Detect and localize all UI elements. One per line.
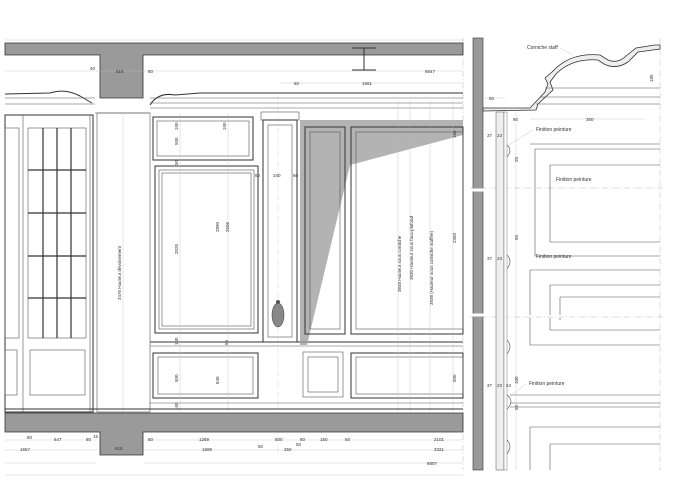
dim-section: 100	[514, 376, 519, 384]
label-under-ceiling: 3830 Hauteur sous faux-plafond	[409, 215, 414, 280]
bottom-dims-row1: 80 647 80 15 80 1259 500 80 150 60 2101	[27, 434, 445, 442]
dim-lower-panel: 500	[174, 374, 179, 382]
dim-section: 50	[514, 404, 519, 410]
dim-section: 20	[514, 156, 519, 162]
right-wall-panels	[304, 126, 464, 399]
dim: 80	[27, 435, 33, 440]
bottom-dims-row2: 1657 1589 50 250 50 3321	[20, 442, 445, 452]
dim-section: 23	[497, 256, 503, 261]
label-door-height: 3476 Hauteur dévoisement	[117, 245, 122, 300]
ceiling-slab	[4, 42, 464, 99]
label-under-staff-cornice: 3938 (Hauteur sous corniche staffée)	[429, 231, 434, 305]
dim-gap: 50	[174, 159, 179, 165]
dim-main-total-a: 2890	[215, 221, 220, 232]
ornament-icon	[271, 300, 285, 328]
dim-pilaster-width: 340	[273, 173, 281, 178]
pilaster	[260, 111, 344, 398]
floor-slab	[4, 412, 464, 456]
dim-right-lower: 500	[452, 374, 457, 382]
dim-beam-width: 615	[116, 69, 124, 74]
dim: 60	[345, 437, 351, 442]
dim-main-panel: 2026	[174, 243, 179, 254]
label-finish-4: Finition peinture	[529, 381, 565, 387]
door-frame-panel	[96, 112, 151, 413]
dim-main-total-b: 2506	[225, 221, 230, 232]
dim: 3321	[434, 447, 445, 452]
shadow-area	[300, 120, 463, 345]
dim: 250	[284, 447, 292, 452]
dim: 1259	[199, 437, 210, 442]
section-detail	[470, 37, 665, 471]
dim-section: 185	[649, 74, 654, 82]
dim-section: 37	[487, 256, 493, 261]
dim: 150	[320, 437, 328, 442]
staff-cornice-profile	[482, 44, 661, 112]
dim-section: 37	[487, 133, 493, 138]
dim: 80	[86, 437, 92, 442]
dim: 80	[300, 437, 306, 442]
dim-spacing-a: 60	[294, 81, 300, 86]
dim-section: 50	[514, 234, 519, 240]
dim-lower-total: 840	[215, 376, 220, 384]
label-cornice-staff: Corniche staff	[527, 45, 558, 51]
label-finish-2: Finition peinture	[556, 177, 592, 183]
dim-pilaster-side-r: 60	[293, 173, 299, 178]
dim: 1589	[202, 447, 213, 452]
dim: 647	[54, 437, 62, 442]
glazed-door	[4, 114, 94, 413]
label-under-cornice: 3848 Hauteur sous corniche	[397, 235, 402, 292]
dim-top-a: 100	[174, 122, 179, 130]
dim-beam-offset-left: 40	[90, 66, 96, 71]
i-beam-icon	[352, 47, 376, 71]
dim: 50	[296, 442, 302, 447]
dim: 500	[275, 437, 283, 442]
dim-section: 37	[487, 383, 493, 388]
cornice	[4, 90, 463, 114]
dim: 50	[258, 444, 264, 449]
dim-chair-b: 50	[224, 339, 229, 345]
dim-section: 23	[497, 383, 503, 388]
dim-top-b: 100	[222, 122, 227, 130]
dim-section: 80	[513, 117, 519, 122]
label-finish-3: Finition peinture	[536, 254, 572, 260]
dim: 1657	[20, 447, 31, 452]
dim: 2101	[434, 437, 445, 442]
dim-section: 23	[497, 133, 503, 138]
dim-floor-beam: 615	[115, 446, 123, 451]
label-panel-height: 2350	[452, 232, 457, 243]
dim-chair-a: 100	[174, 337, 179, 345]
dim-base: 160	[174, 402, 179, 410]
dim-section: 24	[506, 383, 512, 388]
dim-upper-panel: 500	[174, 137, 179, 145]
dim-spacing-b: 1661	[362, 81, 373, 86]
dim: 80	[148, 437, 154, 442]
dim-section: 60	[489, 96, 495, 101]
dim-total-width: 6807	[427, 461, 438, 466]
dim-total-right: 6647	[425, 69, 436, 74]
label-finish-1: Finition peinture	[536, 127, 572, 133]
dim-section: 350	[586, 117, 594, 122]
dim-right-top: 160	[452, 130, 457, 138]
dim-beam-offset-right: 80	[148, 69, 154, 74]
dim: 15	[93, 434, 99, 439]
dim-pilaster-side-l: 60	[255, 173, 261, 178]
